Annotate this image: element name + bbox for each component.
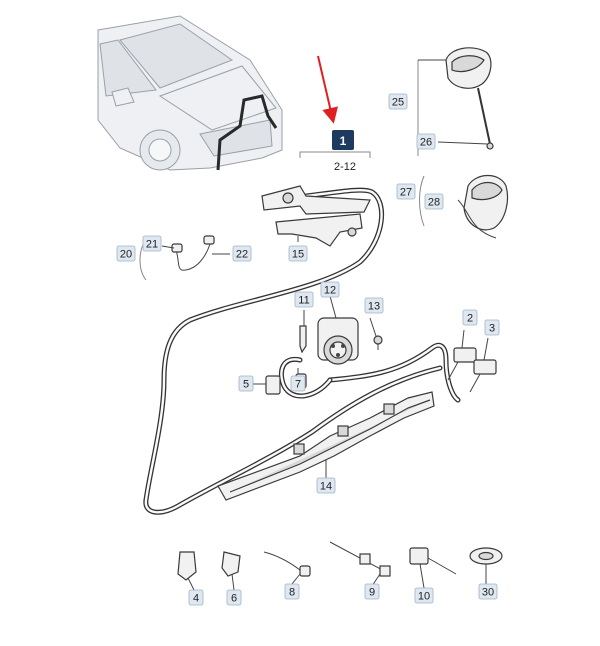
callout-tag-bg (320, 281, 340, 298)
callout-number: 15 (292, 249, 304, 261)
callout-tag-bg (484, 319, 500, 336)
callout-number: 11 (298, 295, 309, 307)
callout-tag-bg (364, 297, 384, 314)
callout-tag-bg (388, 93, 408, 110)
callout-number: 25 (392, 97, 404, 109)
callout-number: 5 (243, 379, 249, 391)
callout-tag-bg (290, 375, 306, 392)
part-6-clip (221, 551, 241, 577)
callout-27-bracket (419, 175, 425, 227)
callout-tag-bg (364, 583, 380, 600)
part-4-clip (177, 551, 197, 581)
part-12-socket (317, 295, 359, 365)
parts-2-3-connectors (447, 347, 497, 393)
callout-tag-22[interactable]: 22 (232, 245, 252, 262)
callout-tag-bg (116, 245, 136, 262)
callout-tag-15[interactable]: 15 (288, 245, 308, 262)
car-illustration (97, 15, 283, 171)
callout-tag-10[interactable]: 10 (414, 587, 434, 604)
callout-number: 28 (428, 197, 440, 209)
callout-tag-13[interactable]: 13 (364, 297, 384, 314)
callout-tag-9[interactable]: 9 (364, 583, 380, 600)
part-5-connector (265, 375, 281, 395)
part-15-bracket (261, 185, 371, 247)
callout-number: 12 (324, 285, 336, 297)
callout-tag-8[interactable]: 8 (284, 583, 300, 600)
part-11-clip (299, 325, 307, 354)
main-part-bracket (299, 151, 371, 158)
callout-tag-21[interactable]: 21 (142, 235, 162, 252)
callout-tag-11[interactable]: 11 (294, 291, 314, 308)
callout-tag-5[interactable]: 5 (238, 375, 254, 392)
callout-tag-bg (142, 235, 162, 252)
callout-tag-28[interactable]: 28 (424, 193, 444, 210)
callout-tags: 25 26 27 28 20 21 22 15 11 12 13 2 3 5 7 14 4 6 8 9 10 30 (116, 93, 500, 606)
wiring-harness (143, 187, 461, 515)
callout-tag-2[interactable]: 2 (462, 309, 478, 326)
callout-number: 2 (467, 313, 473, 325)
callout-number: 21 (146, 239, 158, 251)
callout-tag-bg (416, 133, 436, 150)
callout-number: 4 (193, 593, 199, 605)
part-27-housing (457, 174, 509, 239)
callout-number: 30 (482, 587, 494, 599)
callout-tag-20[interactable]: 20 (116, 245, 136, 262)
part-30-grommet (469, 547, 503, 565)
part-8-wire (263, 551, 311, 577)
callout-tag-bg (226, 589, 242, 606)
callout-tag-bg (284, 583, 300, 600)
callout-number: 10 (418, 591, 430, 603)
callout-tag-bg (288, 245, 308, 262)
callout-tag-bg (316, 477, 336, 494)
callout-number: 9 (369, 587, 375, 599)
leader-lines (161, 236, 489, 591)
callout-number: 6 (231, 593, 237, 605)
callout-number: 27 (400, 187, 412, 199)
part-21-wire (171, 235, 215, 271)
callout-number: 8 (289, 587, 295, 599)
callout-tag-bg (424, 193, 444, 210)
callout-tag-bg (188, 589, 204, 606)
callout-number: 20 (120, 249, 132, 261)
callout-tag-bg (396, 183, 416, 200)
callout-number: 22 (236, 249, 248, 261)
callout-tag-25[interactable]: 25 (388, 93, 408, 110)
callout-tag-4[interactable]: 4 (188, 589, 204, 606)
part-13-screw (373, 335, 383, 350)
callout-number: 26 (420, 137, 432, 149)
callout-tag-26[interactable]: 26 (416, 133, 436, 150)
callout-tag-bg (232, 245, 252, 262)
callout-number: 13 (368, 301, 380, 313)
callout-tag-30[interactable]: 30 (478, 583, 498, 600)
main-part-tag[interactable]: 1 2-12 (332, 130, 356, 173)
part-9-tie (329, 541, 391, 577)
part-25-flap (445, 47, 494, 150)
callout-tag-bg (462, 309, 478, 326)
callout-tag-7[interactable]: 7 (290, 375, 306, 392)
part-14-rail (217, 391, 435, 501)
callout-tag-bg (478, 583, 498, 600)
callout-tag-14[interactable]: 14 (316, 477, 336, 494)
callout-number: 14 (320, 481, 332, 493)
callout-tag-bg (294, 291, 314, 308)
part-10-connector (409, 547, 457, 575)
callout-tag-27[interactable]: 27 (396, 183, 416, 200)
main-part-range: 2-12 (334, 161, 356, 173)
callout-number: 7 (295, 379, 301, 391)
callout-tag-bg (414, 587, 434, 604)
main-part-number: 1 (340, 134, 347, 148)
pointer-arrow (317, 55, 338, 124)
callout-tag-bg (238, 375, 254, 392)
callout-26-leader (437, 141, 489, 145)
callout-number: 3 (489, 323, 495, 335)
callout-tag-3[interactable]: 3 (484, 319, 500, 336)
callout-tag-12[interactable]: 12 (320, 281, 340, 298)
callout-tag-6[interactable]: 6 (226, 589, 242, 606)
